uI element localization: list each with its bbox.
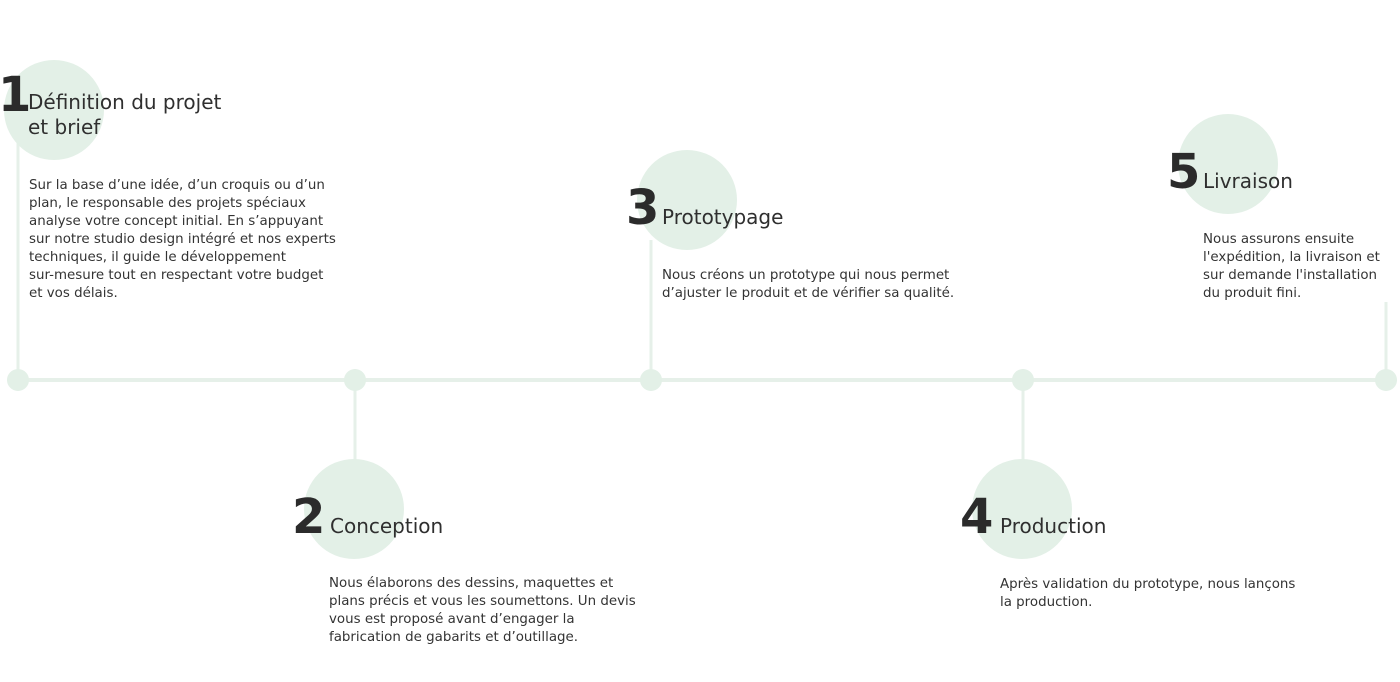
step-1-title-line1: Définition du projet bbox=[28, 90, 222, 114]
step-5-number: 5 bbox=[1167, 144, 1200, 200]
step-5-circle bbox=[1178, 114, 1278, 214]
step-2-number: 2 bbox=[292, 489, 325, 545]
timeline-node-2 bbox=[344, 369, 366, 391]
timeline-node-3 bbox=[640, 369, 662, 391]
timeline-node-5 bbox=[1375, 369, 1397, 391]
step-4-circle bbox=[972, 459, 1072, 559]
step-1-number: 1 bbox=[0, 67, 31, 123]
step-1-title-line2: et brief bbox=[28, 115, 101, 139]
step-3-circle bbox=[637, 150, 737, 250]
step-2-description: Nous élaborons des dessins, maquettes et… bbox=[329, 576, 636, 645]
step-4-title: Production bbox=[1000, 514, 1107, 538]
step-4-description: Après validation du prototype, nous lanç… bbox=[1000, 577, 1296, 610]
step-1-circle bbox=[4, 60, 104, 160]
step-1-description: Sur la base d’une idée, d’un croquis ou … bbox=[29, 178, 336, 301]
step-3-description: Nous créons un prototype qui nous permet… bbox=[662, 268, 955, 301]
timeline-node-4 bbox=[1012, 369, 1034, 391]
timeline-node-1 bbox=[7, 369, 29, 391]
step-4-number: 4 bbox=[960, 489, 993, 545]
step-2-circle bbox=[304, 459, 404, 559]
step-1-title: Définition du projet et brief bbox=[28, 90, 221, 140]
step-5-title: Livraison bbox=[1203, 169, 1293, 193]
step-2-title: Conception bbox=[330, 514, 444, 538]
step-3-title: Prototypage bbox=[662, 205, 784, 229]
step-5-description: Nous assurons ensuite l'expédition, la l… bbox=[1203, 232, 1380, 301]
step-3-number: 3 bbox=[626, 180, 659, 236]
